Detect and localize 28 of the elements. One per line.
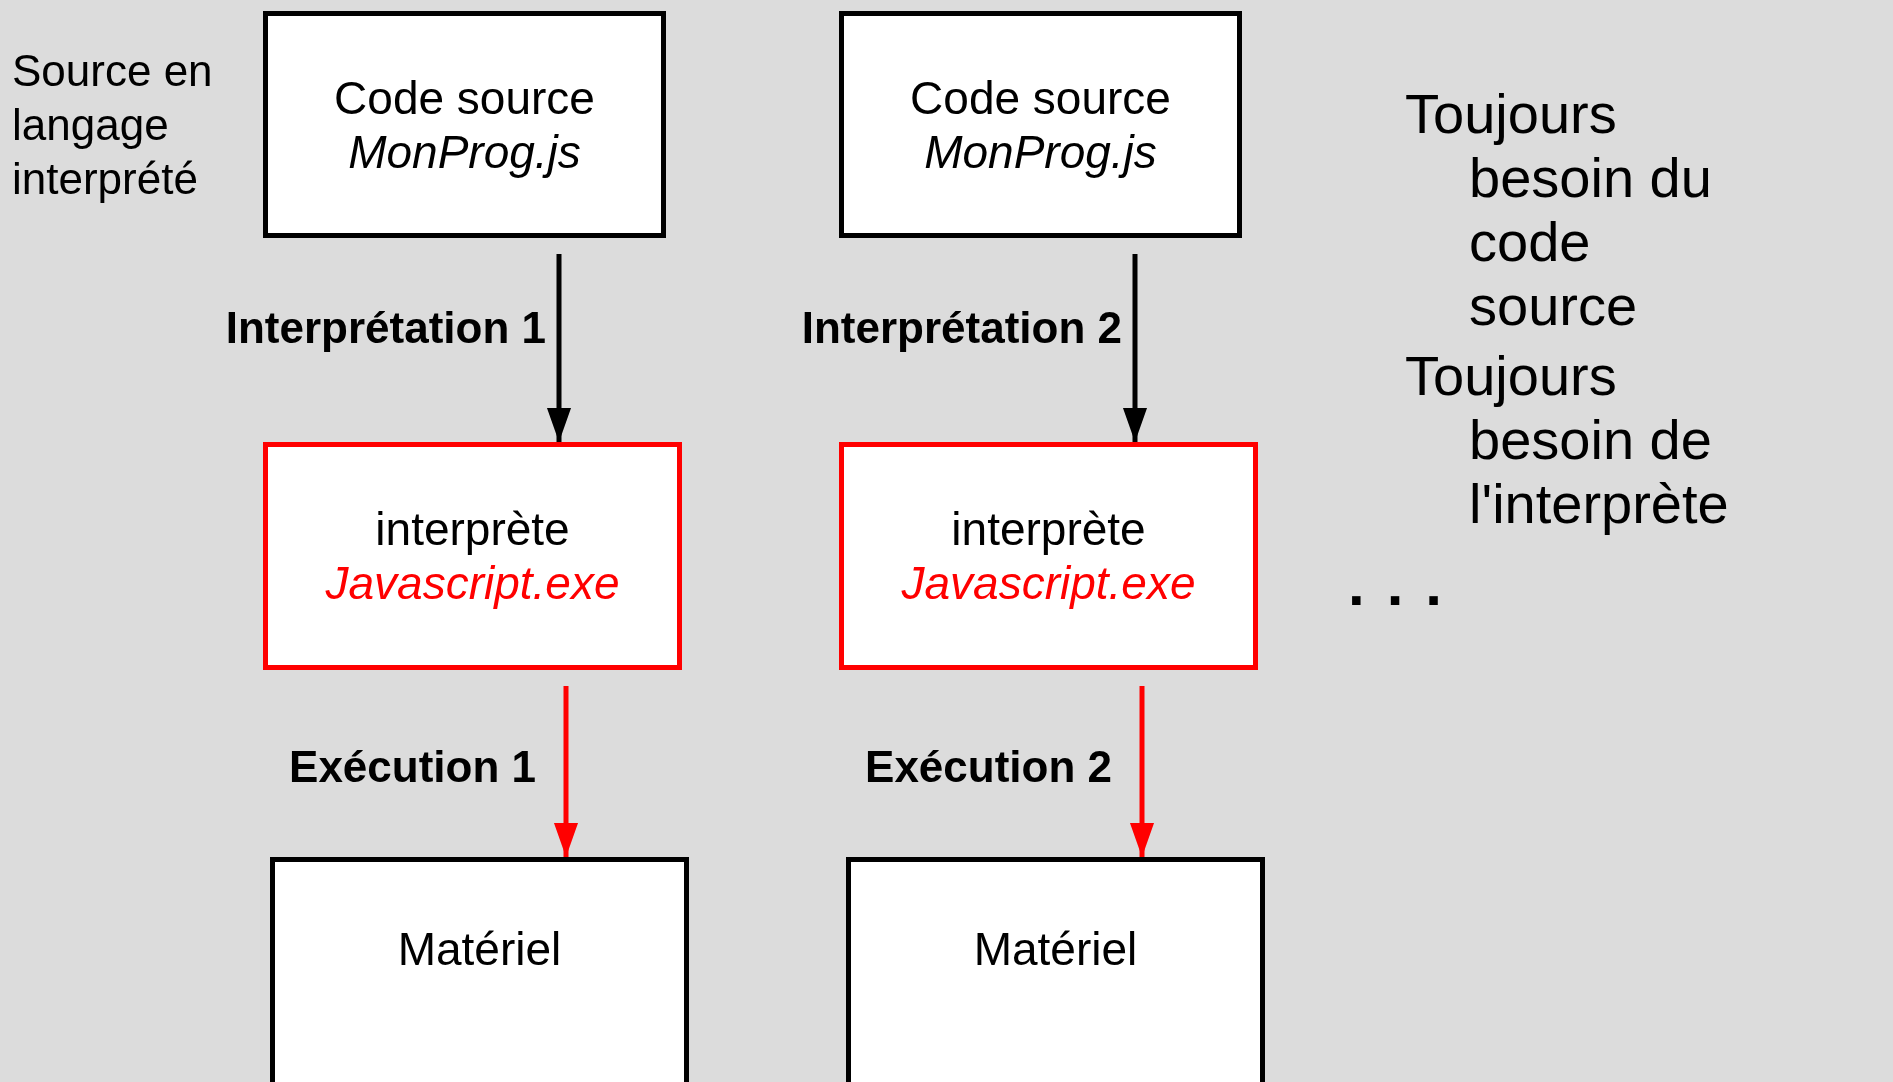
side-note: Toujours besoin du code source [1405, 82, 1713, 338]
process-box [270, 857, 689, 1082]
box-text: interprète [375, 502, 570, 556]
edge-label: Interprétation 1 [225, 306, 546, 350]
box-text: Matériel [397, 922, 562, 976]
process-box [839, 11, 1242, 238]
box-text: Code source [910, 70, 1171, 125]
arrow [1122, 254, 1148, 442]
box-text: MonProg.js [924, 124, 1157, 179]
edge-label: Interprétation 2 [801, 306, 1122, 350]
process-box [846, 857, 1265, 1082]
process-box [263, 11, 666, 238]
ellipsis: ... [1348, 550, 1464, 620]
interpreter-box [263, 442, 682, 670]
arrow [1129, 686, 1155, 857]
box-text: interprète [951, 502, 1146, 556]
interpreter-box [839, 442, 1258, 670]
arrow [553, 686, 579, 857]
arrow [546, 254, 572, 442]
box-text: Javascript.exe [901, 556, 1196, 610]
side-note: Toujours besoin de l'interprète [1405, 344, 1730, 536]
edge-label: Exécution 2 [865, 745, 1112, 789]
box-text: Matériel [973, 922, 1138, 976]
box-text: Javascript.exe [325, 556, 620, 610]
box-text: MonProg.js [348, 124, 581, 179]
side-note: Source en langage interprété [12, 45, 214, 205]
box-text: Code source [334, 70, 595, 125]
edge-label: Exécution 1 [289, 745, 536, 789]
